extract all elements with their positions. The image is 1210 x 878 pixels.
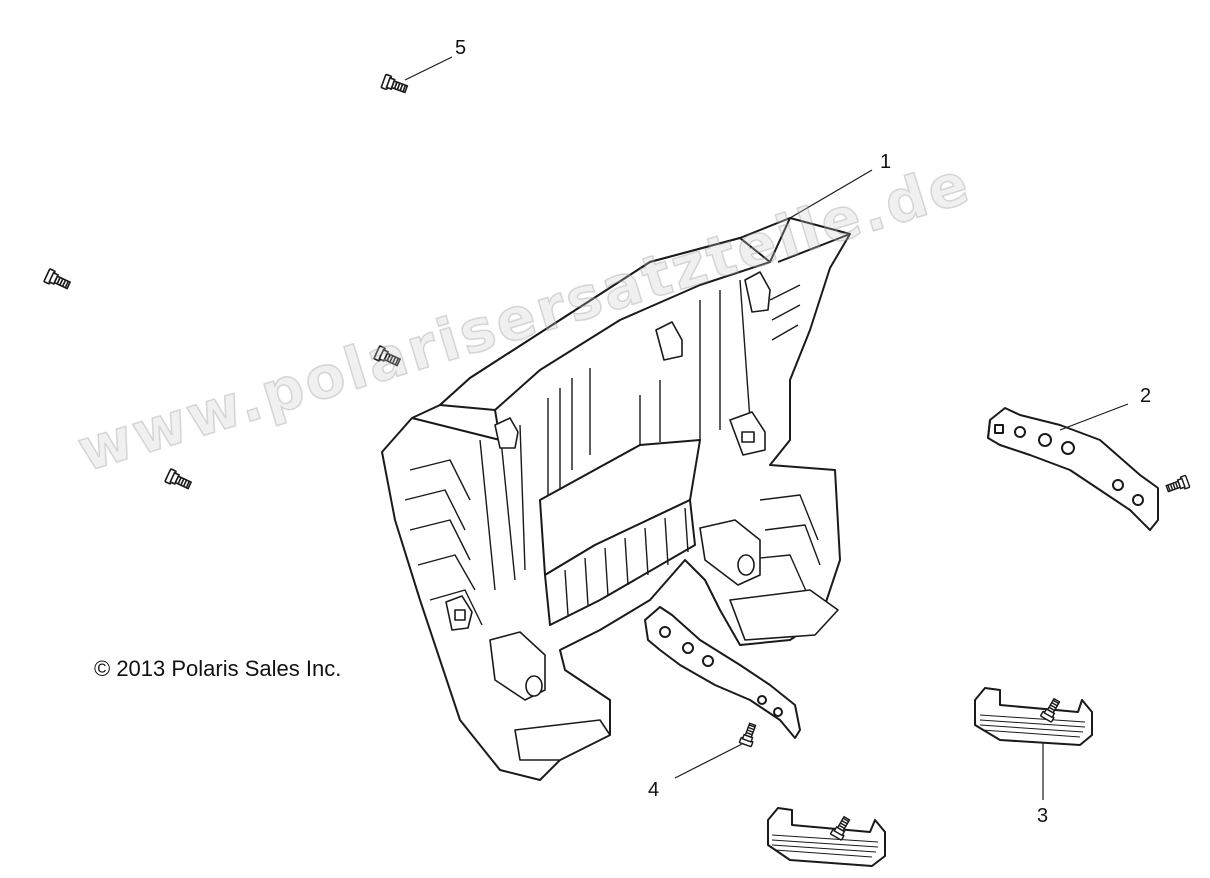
bumper-panel-part-1 [381,217,851,781]
step-part-3 [974,687,1093,746]
callout-4: 4 [648,779,660,801]
screw-icon-5 [380,73,410,97]
screw-icon-2 [1164,474,1191,496]
screw-icon-left-1 [43,268,73,293]
bracket-center [644,606,801,739]
callout-2: 2 [1140,385,1152,407]
step-lower [767,807,886,867]
callout-1: 1 [880,151,892,173]
leader-lines [404,56,1129,800]
screw-icon-left-3 [164,468,194,493]
callout-5: 5 [455,37,467,59]
screw-icon-4 [738,721,760,748]
copyright-text: © 2013 Polaris Sales Inc. [94,656,342,681]
screw-icon-left-2 [373,345,403,370]
bracket-part-2 [987,407,1159,531]
callout-3: 3 [1037,805,1049,827]
